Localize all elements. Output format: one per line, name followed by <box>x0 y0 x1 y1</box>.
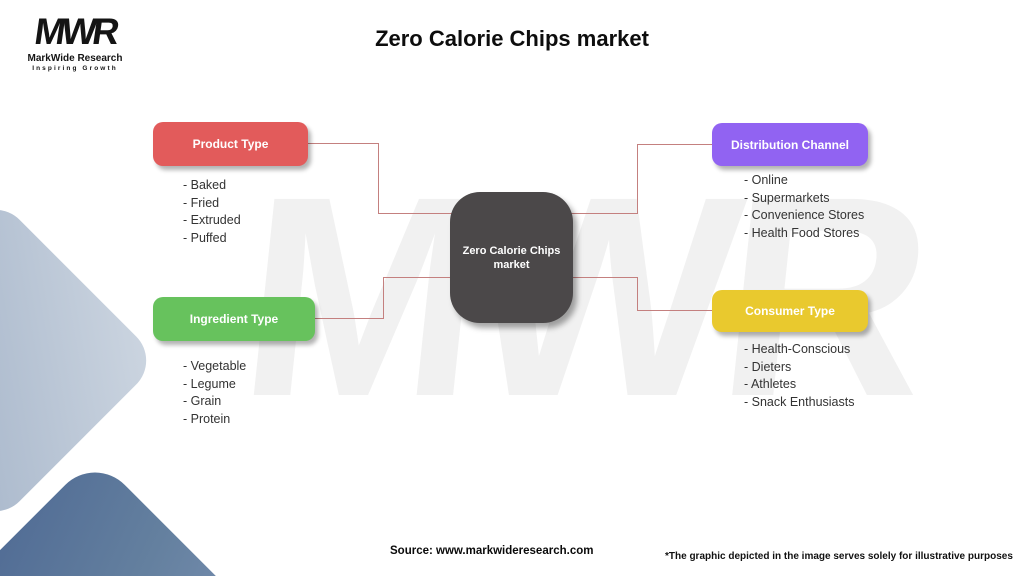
connector-line <box>571 277 638 278</box>
list-item: - Protein <box>183 411 231 426</box>
segment-label: Product Type <box>192 137 269 151</box>
center-node: Zero Calorie Chips market <box>450 192 573 323</box>
connector-line <box>571 213 638 214</box>
segment-list-distribution-channel: - Online - Supermarkets - Convenience Stor… <box>744 172 864 242</box>
segment-list-ingredient-type: - Vegetable - Legume - Grain - Protein <box>183 358 246 428</box>
center-node-label-line2: market <box>493 258 530 271</box>
list-item: - Health Food Stores <box>744 225 860 240</box>
list-item: - Puffed <box>183 230 227 245</box>
list-item: - Fried <box>183 195 220 210</box>
segment-label: Ingredient Type <box>189 312 279 326</box>
list-item: - Baked <box>183 178 227 192</box>
connector-line <box>378 213 452 214</box>
segment-box-distribution-channel: Distribution Channel <box>712 123 868 166</box>
list-item: - Health-Conscious <box>744 342 851 356</box>
segment-label: Consumer Type <box>745 304 835 318</box>
list-item: - Dieters <box>744 359 792 374</box>
segment-box-product-type: Product Type <box>153 122 308 166</box>
list-item: - Supermarkets <box>744 190 830 205</box>
center-node-label-line1: Zero Calorie Chips <box>462 244 561 257</box>
logo-company-name: MarkWide Research <box>27 52 123 64</box>
list-item: - Extruded <box>183 213 241 227</box>
logo-tagline: Inspiring Growth <box>32 64 118 72</box>
list-item: - Athletes <box>744 377 797 391</box>
connector-line <box>383 277 452 278</box>
source-text: Source: www.markwideresearch.com <box>390 545 594 557</box>
list-item: - Convenience Stores <box>744 208 865 222</box>
markwide-logo: MWR MarkWide Research Inspiring Growth <box>22 11 128 72</box>
list-item: - Grain <box>183 394 222 408</box>
segment-box-ingredient-type: Ingredient Type <box>153 297 315 341</box>
segment-label: Distribution Channel <box>731 137 849 152</box>
connector-line <box>315 318 383 319</box>
connector-line <box>378 143 379 214</box>
page-title: Zero Calorie Chips market <box>375 26 649 51</box>
connector-line <box>637 310 712 311</box>
connector-line <box>383 277 384 319</box>
connector-line <box>637 144 638 214</box>
segment-list-consumer-type: - Health-Conscious - Dieters - Athletes - S… <box>744 341 854 411</box>
list-item: - Online <box>744 173 788 187</box>
disclaimer-text: *The graphic depicted in the image serve… <box>665 551 1013 562</box>
segment-list-product-type: - Baked - Fried - Extruded - Puffed <box>183 177 241 247</box>
connector-line <box>637 277 638 311</box>
connector-line <box>637 144 712 145</box>
segment-box-consumer-type: Consumer Type <box>712 290 868 332</box>
list-item: - Legume <box>183 376 236 391</box>
list-item: - Vegetable <box>183 359 247 373</box>
list-item: - Snack Enthusiasts <box>744 394 855 409</box>
connector-line <box>307 143 378 144</box>
